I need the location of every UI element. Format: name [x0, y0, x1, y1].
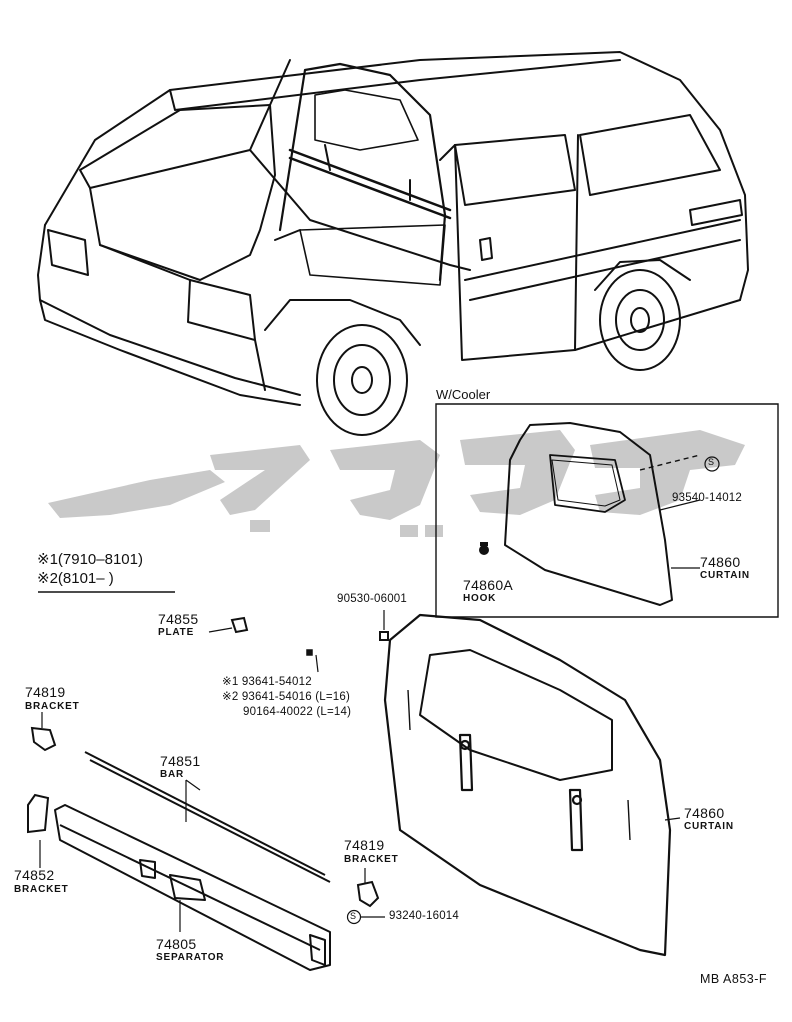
curtain-panel	[504, 422, 701, 606]
part-93540: 93540-14012	[672, 492, 742, 504]
inset-curtain-name: CURTAIN	[700, 570, 750, 581]
hook-name: HOOK	[463, 593, 497, 604]
watermark-logo	[48, 430, 745, 537]
bolt-line-1: ※1 93641-54012	[222, 676, 312, 688]
curtain-panel	[383, 613, 672, 957]
inset-curtain-number: 74860	[700, 554, 741, 570]
bar-name: BAR	[160, 769, 185, 780]
bracket-lower-number: 74852	[14, 867, 55, 883]
inset-title: W/Cooler	[436, 387, 491, 402]
separator-number: 74805	[156, 936, 197, 952]
circle-s: S	[350, 911, 357, 921]
plate-name: PLATE	[158, 627, 195, 638]
bracket-lower-name: BRACKET	[14, 884, 69, 895]
legend-line-2: ※2(8101– )	[37, 570, 114, 587]
bolt-line-2: ※2 93641-54016 (L=16)	[222, 691, 350, 703]
hook	[479, 542, 489, 555]
inset-box	[435, 403, 779, 618]
inset-circle-s: S	[708, 457, 715, 467]
bolt	[306, 631, 389, 656]
part-90530: 90530-06001	[337, 593, 407, 605]
part-93240: 93240-16014	[389, 910, 459, 922]
bar	[84, 751, 331, 883]
van-illustration	[37, 51, 749, 436]
curtain-name: CURTAIN	[684, 821, 734, 832]
separator-name: SEPARATOR	[156, 952, 225, 963]
separator	[54, 804, 331, 971]
bracket	[27, 726, 380, 908]
legend-line-1: ※1(7910–8101)	[37, 551, 143, 568]
bracket-upper-name: BRACKET	[25, 701, 80, 712]
plate	[230, 616, 249, 634]
bracket-upper-number: 74819	[25, 684, 66, 700]
plate-number: 74855	[158, 611, 199, 627]
diagram-reference: MB A853-F	[700, 972, 768, 986]
curtain-number: 74860	[684, 805, 725, 821]
hook-number: 74860A	[463, 577, 514, 593]
bar-number: 74851	[160, 753, 201, 769]
bolt-line-3: 90164-40022 (L=14)	[243, 706, 352, 718]
bracket-right-name: BRACKET	[344, 854, 399, 865]
bracket-right-number: 74819	[344, 837, 385, 853]
